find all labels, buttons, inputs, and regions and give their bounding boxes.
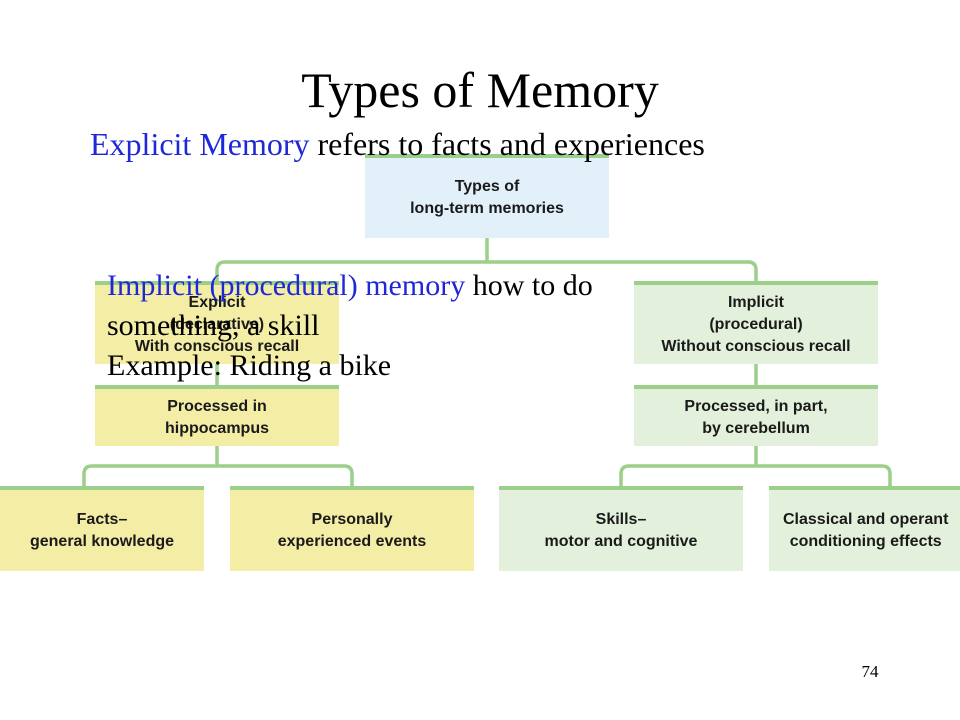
connector-implicit-branch: [619, 464, 892, 486]
overlay-line-2: something, a skill: [107, 309, 320, 342]
node-label: Types of long-term memories: [410, 178, 564, 217]
node-label: Classical and operant conditioning effec…: [783, 510, 949, 550]
node-implicit: Implicit (procedural) Without conscious …: [634, 281, 878, 364]
node-types-of-long-term-memories: Types of long-term memories: [365, 154, 609, 238]
node-label: Skills– motor and cognitive: [544, 510, 698, 550]
node-label: Processed in hippocampus: [164, 397, 269, 437]
node-conditioning-effects: Classical and operant conditioning effec…: [769, 486, 960, 571]
overlay-line-3: Example: Riding a bike: [107, 349, 392, 382]
node-label: Personally experienced events: [277, 510, 427, 550]
node-label: Facts– general knowledge: [29, 510, 175, 550]
node-label: Processed, in part, by cerebellum: [684, 397, 828, 437]
overlay-line-1: Implicit (procedural) memory how to do: [107, 266, 747, 306]
page-number: 74: [861, 662, 879, 681]
connector-explicit-branch: [82, 464, 354, 486]
slide-subtitle: Explicit Memory refers to facts and expe…: [90, 124, 890, 164]
node-processed-hippocampus: Processed in hippocampus: [95, 385, 339, 446]
overlay-line-1-rest: how to do: [465, 269, 593, 302]
slide-title: Types of Memory: [301, 62, 659, 118]
node-label: Explicit (declarative) With conscious re…: [134, 293, 300, 355]
subtitle-text: refers to facts and experiences: [309, 126, 705, 162]
node-personally-experienced-events: Personally experienced events: [230, 486, 474, 571]
subtitle-highlight: Explicit Memory: [90, 126, 310, 162]
overlay-highlight: Implicit (procedural) memory: [107, 269, 466, 302]
node-skills: Skills– motor and cognitive: [499, 486, 743, 571]
overlay-text: Implicit (procedural) memory how to do s…: [107, 266, 747, 386]
connector-root-branch: [215, 260, 758, 281]
node-processed-cerebellum: Processed, in part, by cerebellum: [634, 385, 878, 446]
node-explicit: Explicit (declarative) With conscious re…: [95, 281, 339, 364]
node-facts: Facts– general knowledge: [0, 486, 204, 571]
node-label: Implicit (procedural) Without conscious …: [661, 293, 851, 355]
